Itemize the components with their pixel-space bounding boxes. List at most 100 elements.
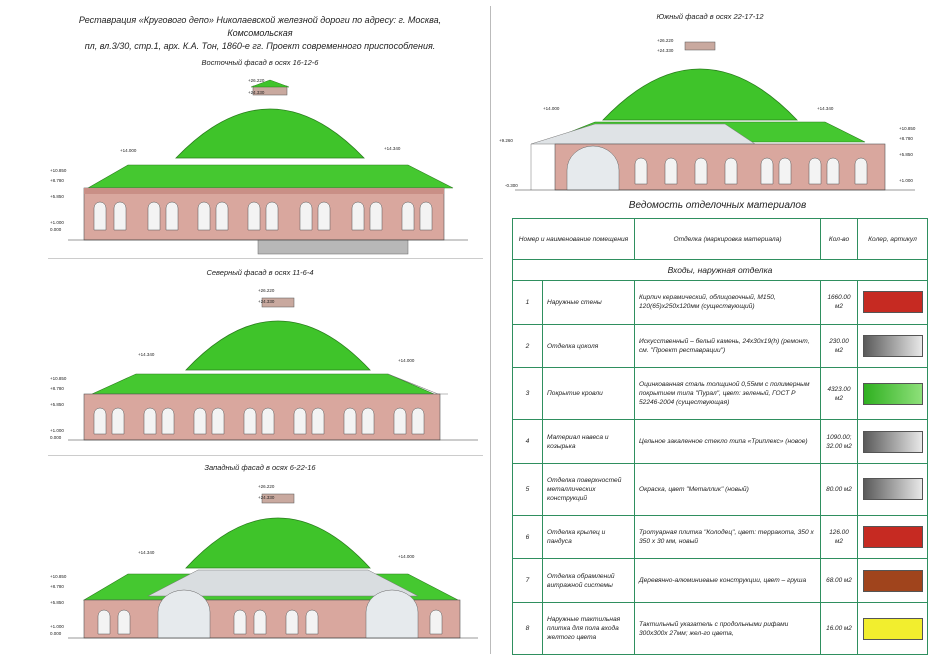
row-color — [857, 280, 928, 325]
row-finish: Деревянно-алюминиевые конструкции, цвет … — [634, 558, 821, 604]
row-qty: 16.00 м2 — [820, 602, 858, 655]
row-name: Наружные тактильная плитка для пола вход… — [542, 602, 635, 655]
elev-1: +1.000 — [50, 428, 64, 433]
elev-top: +26.220 — [258, 484, 275, 489]
elev-mid: +14.000 — [120, 148, 137, 153]
row-name: Отделка обрамлений витражной системы — [542, 558, 635, 604]
elev-zero: 0.000 — [50, 227, 62, 232]
row-name: Отделка поверхностей металлических конст… — [542, 462, 635, 516]
color-swatch — [862, 291, 923, 314]
divider-1 — [48, 258, 483, 259]
header-name: Номер и наименование помещения — [512, 218, 635, 260]
row-color — [857, 558, 928, 604]
color-swatch — [862, 526, 923, 549]
elev-10: +10.850 — [50, 574, 67, 579]
elev-8: +8.780 — [50, 178, 64, 183]
table-row: 6 Отделка крылец и пандуса Тротуарная пл… — [512, 514, 928, 560]
elev-dome: +24.330 — [258, 495, 275, 500]
row-finish: Цельное закаленное стекло типа «Триплекс… — [634, 419, 821, 464]
elev-8: +8.780 — [50, 584, 64, 589]
elev-dome: +24.330 — [657, 48, 674, 53]
elev-zero: 0.000 — [50, 631, 62, 636]
east-facade-drawing: +26.220 +24.330 +14.000 +14.340 +10.850 … — [50, 78, 468, 255]
color-swatch — [862, 569, 923, 592]
materials-table: Номер и наименование помещения Отделка (… — [512, 218, 928, 655]
row-name: Материал навеса и козырька — [542, 419, 635, 464]
elev-10: +10.850 — [50, 168, 67, 173]
row-qty: 1660.00 м2 — [820, 280, 858, 325]
row-finish: Кирпич керамический, облицовочный, М150,… — [634, 280, 821, 325]
elev-top: +26.220 — [657, 38, 674, 43]
table-row: 5 Отделка поверхностей металлических кон… — [512, 462, 928, 516]
elev-5: +5.850 — [50, 194, 64, 199]
elev-top: +26.220 — [258, 288, 275, 293]
table-row: 7 Отделка обрамлений витражной системы Д… — [512, 558, 928, 604]
north-facade-drawing: +26.220 +24.330 +14.340 +14.000 +10.850 … — [50, 288, 478, 441]
elev-1: +1.000 — [899, 178, 913, 183]
row-num: 1 — [512, 280, 543, 325]
row-name: Покрытие кровли — [542, 367, 635, 421]
elev-5: +5.850 — [899, 152, 913, 157]
west-facade-drawing: +26.220 +24.330 +14.340 +14.000 +10.850 … — [50, 484, 478, 639]
row-name: Отделка крылец и пандуса — [542, 514, 635, 560]
table-row: 2 Отделка цоколя Искусственный – белый к… — [512, 323, 928, 369]
drawing-title: Реставрация «Кругового депо» Николаевско… — [60, 14, 460, 53]
elev-mid: +14.000 — [398, 358, 415, 363]
elev-dome: +24.330 — [248, 90, 265, 95]
elev-mid2: +14.340 — [138, 352, 155, 357]
elev-1: +1.000 — [50, 624, 64, 629]
elev-mid2: +14.340 — [384, 146, 401, 151]
elev-1: +1.000 — [50, 220, 64, 225]
elev-8: +8.780 — [899, 136, 913, 141]
row-color — [857, 367, 928, 421]
row-color — [857, 602, 928, 655]
row-finish: Окраска, цвет "Металлик" (новый) — [634, 462, 821, 516]
row-color — [857, 514, 928, 560]
row-name: Наружные стены — [542, 280, 635, 325]
elev-top: +26.220 — [248, 78, 265, 83]
elev-mid: +14.000 — [398, 554, 415, 559]
west-facade-title: Западный фасад в осях 6-22-16 — [204, 463, 316, 472]
row-color — [857, 323, 928, 369]
table-row: 3 Покрытие кровли Оцинкованная сталь тол… — [512, 367, 928, 421]
elev-mid: +14.000 — [543, 106, 560, 111]
elev-neg: -0.300 — [505, 183, 518, 188]
elev-mid2: +14.340 — [138, 550, 155, 555]
color-swatch — [862, 617, 923, 640]
row-qty: 1090.00; 32.00 м2 — [820, 419, 858, 464]
elev-mid2: +14.340 — [817, 106, 834, 111]
drawing-title-line2: пл, вл.3/30, стр.1, арх. К.А. Тон, 1860-… — [84, 41, 436, 51]
elev-10: +10.850 — [50, 376, 67, 381]
row-finish: Оцинкованная сталь толщиной 0,55мм с пол… — [634, 367, 821, 421]
elev-zero: 0.000 — [50, 435, 62, 440]
row-num: 2 — [512, 323, 543, 369]
north-facade-title: Северный фасад в осях 11-6-4 — [206, 268, 314, 277]
table-row: 4 Материал навеса и козырька Цельное зак… — [512, 419, 928, 464]
row-qty: 126.00 м2 — [820, 514, 858, 560]
row-qty: 4323.00 м2 — [820, 367, 858, 421]
header-qty: Кол-во — [820, 218, 858, 260]
south-facade-title: Южный фасад в осях 22-17-12 — [656, 12, 764, 21]
elev-5: +5.850 — [50, 402, 64, 407]
elev-10: +10.850 — [899, 126, 916, 131]
row-qty: 68.00 м2 — [820, 558, 858, 604]
sheet-divider — [490, 6, 491, 654]
row-num: 4 — [512, 419, 543, 464]
row-finish: Тротуарная плитка "Колодец", цвет: терра… — [634, 514, 821, 560]
row-num: 6 — [512, 514, 543, 560]
row-num: 3 — [512, 367, 543, 421]
east-facade-title: Восточный фасад в осях 16-12-6 — [201, 58, 319, 67]
color-swatch — [862, 382, 923, 405]
header-finish: Отделка (маркировка материала) — [634, 218, 821, 260]
row-color — [857, 462, 928, 516]
table-header-row: Номер и наименование помещения Отделка (… — [512, 218, 928, 260]
row-color — [857, 419, 928, 464]
row-qty: 80.00 м2 — [820, 462, 858, 516]
color-swatch — [862, 430, 923, 453]
elev-8: +8.780 — [50, 386, 64, 391]
row-finish: Искусственный – белый камень, 24x30x19(h… — [634, 323, 821, 369]
table-row: 8 Наружные тактильная плитка для пола вх… — [512, 602, 928, 655]
color-swatch — [862, 478, 923, 501]
row-num: 5 — [512, 462, 543, 516]
divider-2 — [48, 455, 483, 456]
